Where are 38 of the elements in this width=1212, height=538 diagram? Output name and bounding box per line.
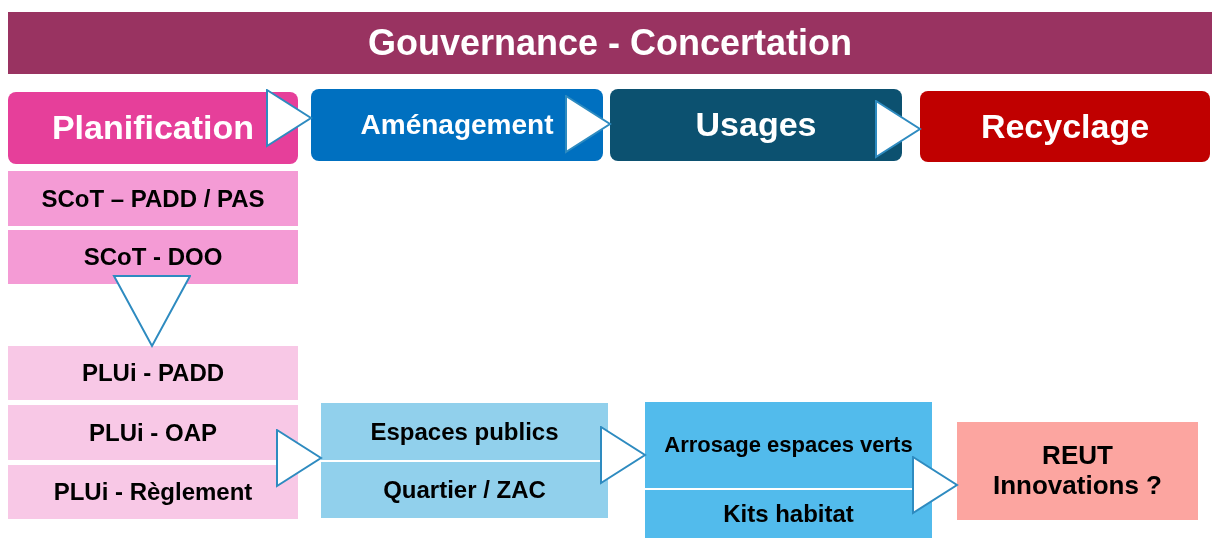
chevron-arrow <box>565 95 611 153</box>
box-label: Planification <box>51 108 255 148</box>
chevron-arrow <box>600 426 646 484</box>
project-box <box>321 403 608 460</box>
chevron-arrow <box>113 275 191 347</box>
document-box <box>8 405 298 460</box>
box-label: Quartier / ZAC <box>383 476 546 504</box>
box-label: Espaces publics <box>370 417 559 446</box>
box-label: Aménagement <box>360 108 554 142</box>
document-box <box>8 346 298 400</box>
document-box <box>8 465 298 519</box>
box-label: Kits habitat <box>723 500 854 528</box>
heading: Gouvernance - Concertation <box>367 22 853 64</box>
project-box <box>321 462 608 518</box>
chevron-arrow <box>912 456 958 514</box>
usage-box <box>645 402 932 488</box>
box-label: REUT <box>1042 441 1113 471</box>
box-label: SCoT – PADD / PAS <box>41 184 265 213</box>
band <box>8 12 1212 74</box>
document-box <box>8 171 298 226</box>
box-label: Recyclage <box>980 106 1150 147</box>
box-label: PLUi - Règlement <box>53 478 253 506</box>
stage-box <box>920 91 1210 162</box>
box-label: Usages <box>695 105 817 145</box>
chevron-arrow <box>276 429 322 487</box>
box-label: Innovations ? <box>993 471 1162 501</box>
box-label: PLUi - PADD <box>81 359 225 387</box>
chevron-arrow <box>266 89 312 147</box>
usage-box <box>645 490 932 538</box>
stage-box <box>8 92 298 164</box>
document-box <box>8 230 298 284</box>
recycling-box <box>957 422 1198 520</box>
box-label: Arrosage espaces verts <box>664 432 913 458</box>
box-label: PLUi - OAP <box>89 418 217 447</box>
stage-box <box>311 89 603 161</box>
chevron-arrow <box>875 100 921 158</box>
box-label: SCoT - DOO <box>83 243 223 271</box>
stage-box <box>610 89 902 161</box>
